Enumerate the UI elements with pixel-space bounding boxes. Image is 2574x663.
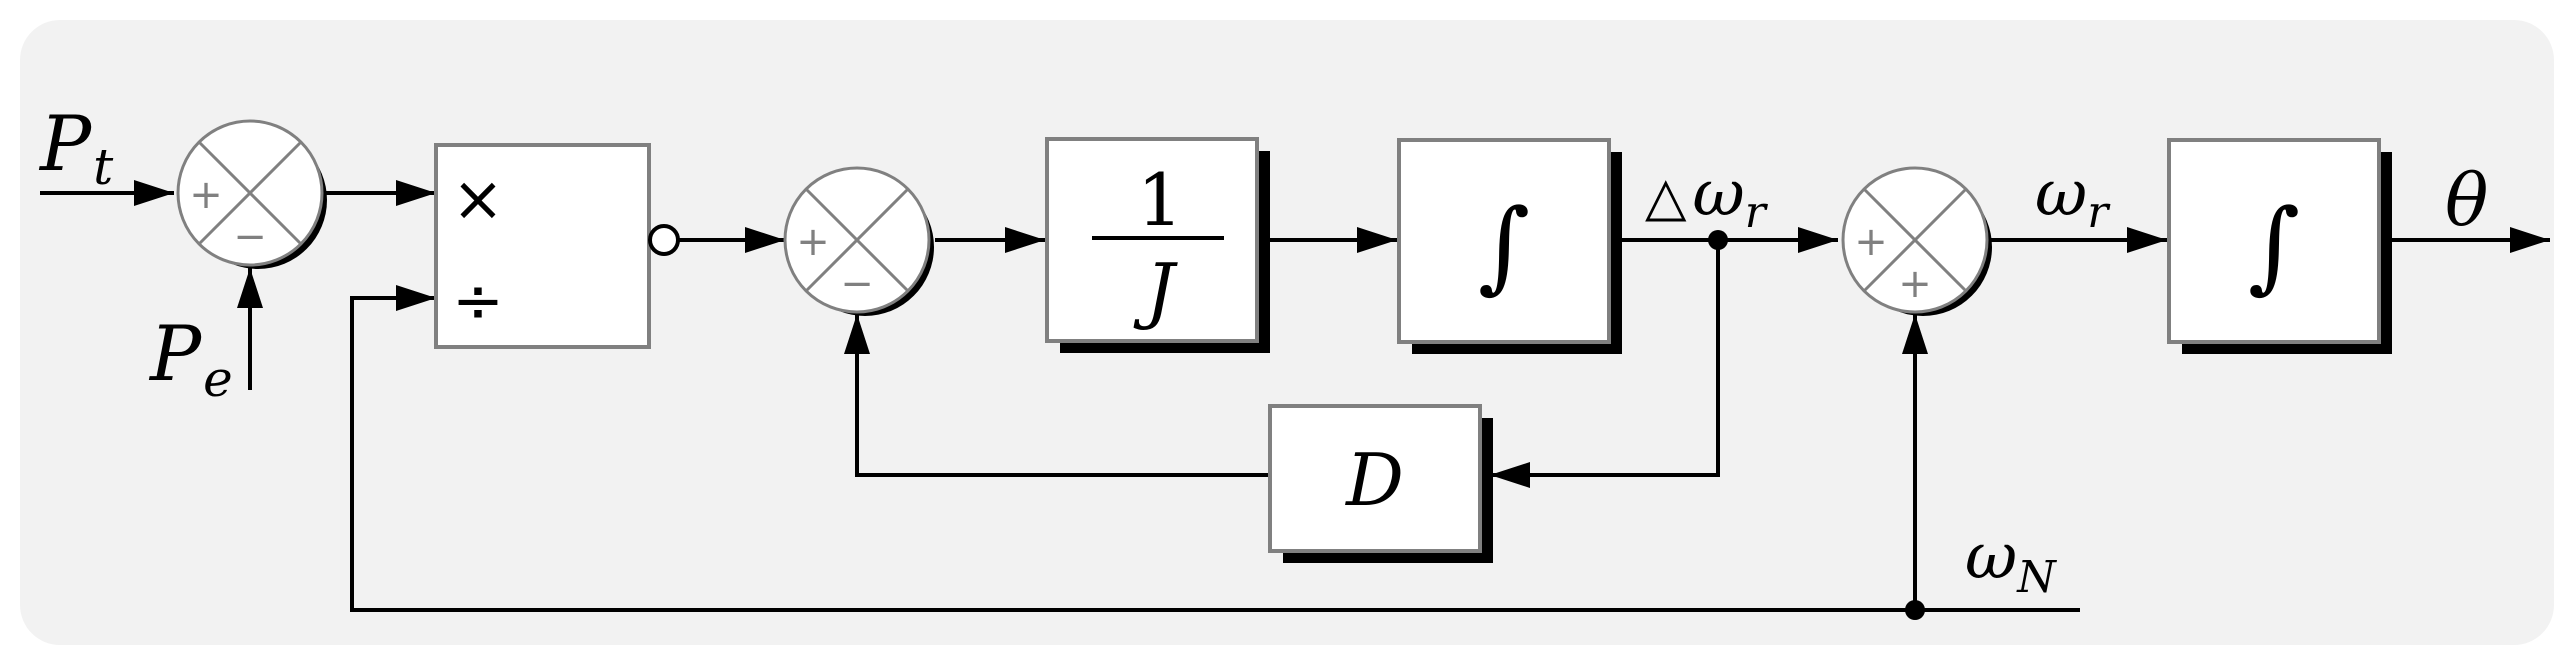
divider-block: × ÷	[434, 143, 651, 349]
label-theta: θ	[2445, 158, 2488, 242]
label-omega-n: ωN	[1965, 520, 2057, 603]
inertia-numerator: 1	[1137, 158, 1183, 242]
label-omega-r-main: ω	[2035, 157, 2087, 231]
label-pt-sub: t	[93, 138, 114, 196]
label-delta-symbol: △	[1645, 165, 1687, 228]
label-omega-n-sub: N	[2016, 552, 2057, 603]
label-delta-omega-sub: r	[1745, 187, 1769, 238]
signal-wires	[40, 180, 2550, 612]
sum2-minus-sign: −	[840, 261, 874, 307]
damping-label: D	[1344, 438, 1404, 522]
junction-dot-delta-omega	[1708, 230, 1728, 250]
wire-omega-n-feedback	[350, 285, 2080, 612]
integral-sign-2: ∫	[2248, 187, 2300, 304]
divide-sign: ÷	[452, 264, 504, 337]
integrator-block-2: ∫	[2167, 138, 2392, 354]
divider-output-port	[648, 224, 680, 256]
label-omega-r: ωr	[2035, 157, 2111, 238]
sum3-plus-sign-top: +	[1854, 219, 1888, 265]
integral-sign-1: ∫	[1478, 187, 1530, 304]
sum3-plus-sign-bottom: +	[1898, 261, 1932, 307]
wire-damping-to-sum2	[844, 314, 1270, 477]
label-pt-main: P	[38, 99, 93, 188]
inertia-block: 1 J	[1045, 137, 1270, 353]
wire-delta-omega-to-damping	[1490, 240, 1720, 488]
label-pe-main: P	[148, 309, 203, 398]
sum-junction-3: + +	[1841, 166, 1992, 316]
sum-junction-1: + −	[176, 119, 327, 269]
integrator-block-1: ∫	[1397, 138, 1622, 354]
sum1-minus-sign: −	[233, 214, 267, 260]
sum-junction-2: + −	[783, 166, 934, 316]
sum1-plus-sign: +	[189, 172, 223, 218]
label-pe-sub: e	[203, 350, 233, 408]
multiply-sign: ×	[452, 162, 504, 235]
label-pe: Pe	[148, 309, 233, 408]
label-delta-omega-r: △ωr	[1645, 157, 1769, 238]
sum2-plus-sign: +	[796, 219, 830, 265]
label-pt: Pt	[38, 99, 114, 196]
junction-dot-omega-n	[1905, 600, 1925, 620]
label-omega-n-main: ω	[1965, 520, 2017, 594]
label-delta-omega-main: ω	[1693, 157, 1745, 231]
damping-block: D	[1268, 404, 1493, 563]
label-omega-r-sub: r	[2087, 187, 2111, 238]
